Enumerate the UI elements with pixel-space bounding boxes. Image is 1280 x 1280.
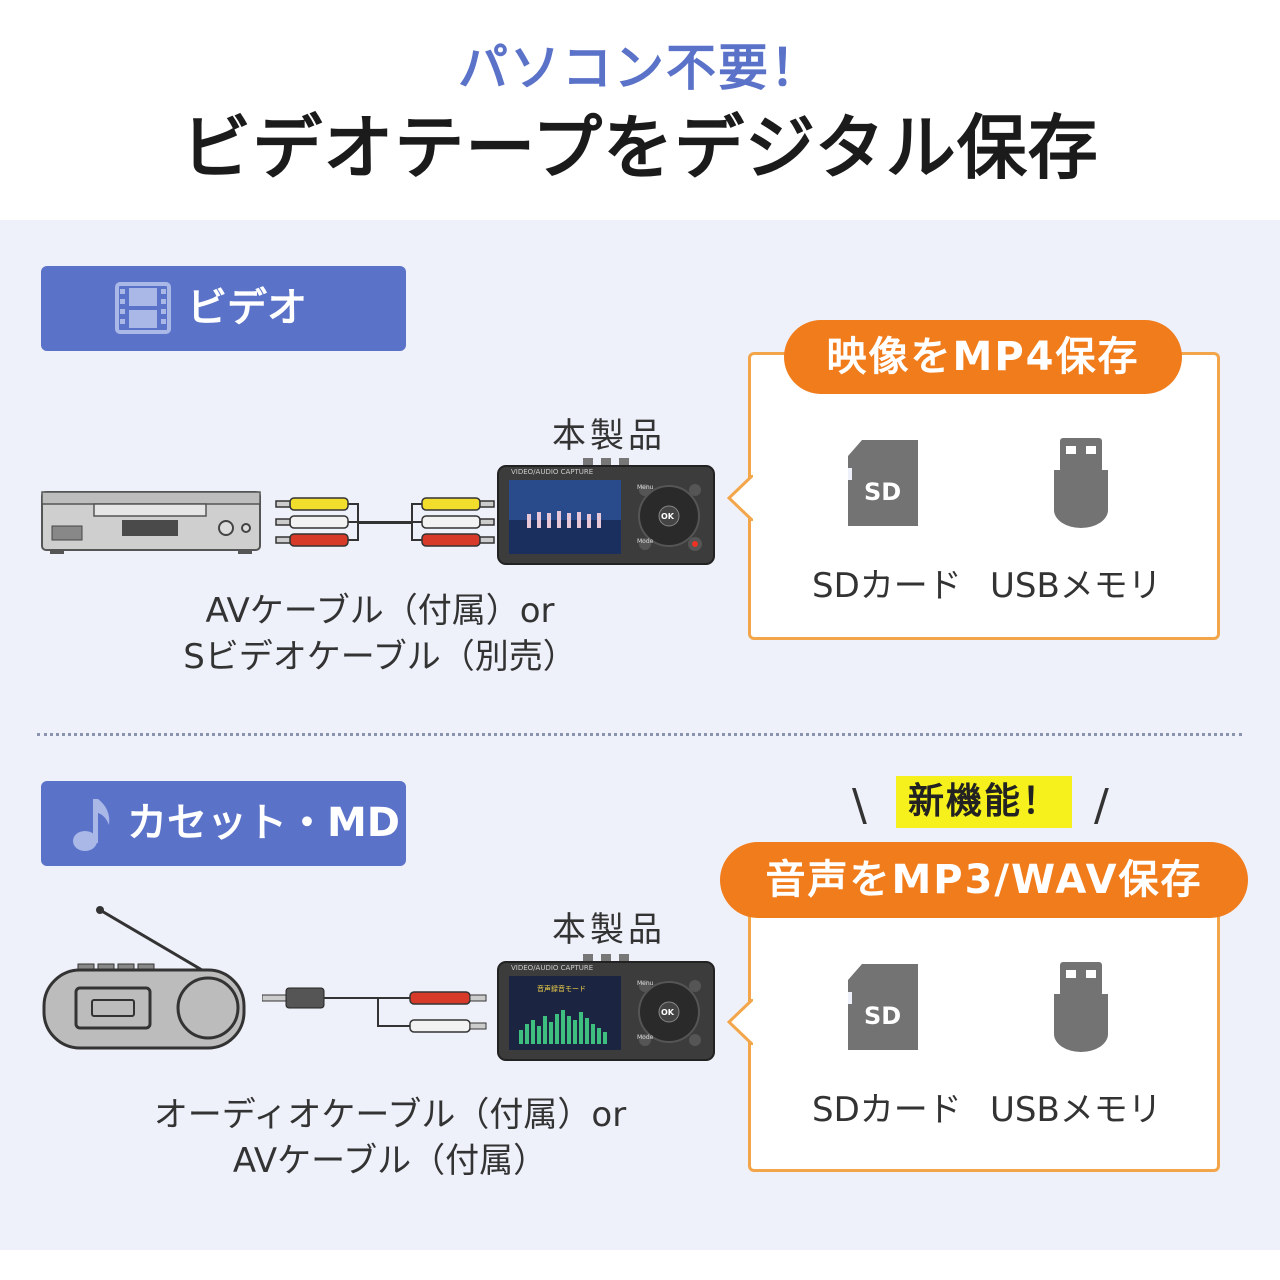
device-brand-text: VIDEO/AUDIO CAPTURE bbox=[511, 964, 594, 972]
save-format-audio: 音声をMP3/WAV保存 bbox=[720, 842, 1248, 918]
category-audio: カセット・MD bbox=[41, 781, 406, 866]
vcr-illustration bbox=[40, 490, 262, 560]
cable-caption-line2: AVケーブル（付属） bbox=[232, 1141, 548, 1181]
callout-pointer bbox=[727, 475, 753, 521]
product-label-video: 本製品 bbox=[552, 416, 666, 456]
cable-caption-line2: Sビデオケーブル（別売） bbox=[183, 637, 577, 677]
sd-icon-text: SD bbox=[864, 478, 902, 506]
cable-caption-line1: オーディオケーブル（付属）or bbox=[153, 1095, 627, 1135]
save-format-video: 映像をMP4保存 bbox=[784, 320, 1182, 394]
page-title: ビデオテープをデジタル保存 bbox=[181, 107, 1099, 189]
capture-device-audio: VIDEO/AUDIO CAPTURE 音声録音モード OK Menu Mode bbox=[497, 954, 715, 1062]
storage-label-sd: SDカード bbox=[812, 566, 962, 606]
badge-slash-left: \ bbox=[852, 780, 867, 831]
category-video: ビデオ bbox=[41, 266, 406, 351]
capture-device-video: VIDEO/AUDIO CAPTURE OK Menu Mode bbox=[497, 458, 715, 566]
footer-strip bbox=[0, 1250, 1280, 1280]
product-label-audio: 本製品 bbox=[552, 910, 666, 950]
sd-card-icon: SD bbox=[846, 964, 918, 1054]
ok-button-label: OK bbox=[661, 512, 674, 521]
mode-button-label: Mode bbox=[637, 538, 654, 545]
sd-card-icon: SD bbox=[846, 440, 918, 530]
film-icon bbox=[115, 280, 171, 346]
cable-caption-line1: AVケーブル（付属）or bbox=[205, 591, 555, 631]
new-feature-badge: 新機能！ bbox=[896, 776, 1072, 828]
music-note-icon bbox=[71, 795, 115, 863]
mode-button-label: Mode bbox=[637, 1034, 654, 1041]
usb-memory-icon bbox=[1052, 960, 1110, 1056]
category-video-label: ビデオ bbox=[187, 285, 307, 331]
usb-memory-icon bbox=[1052, 436, 1110, 532]
cassette-player-illustration bbox=[42, 906, 248, 1056]
cable-caption-audio: オーディオケーブル（付属）or AVケーブル（付属） bbox=[140, 1092, 640, 1184]
badge-slash-right: / bbox=[1094, 780, 1109, 831]
menu-button-label: Menu bbox=[637, 980, 654, 987]
device-brand-text: VIDEO/AUDIO CAPTURE bbox=[511, 468, 594, 476]
menu-button-label: Menu bbox=[637, 484, 654, 491]
page-subtitle: パソコン不要！ bbox=[458, 39, 822, 97]
section-divider bbox=[37, 733, 1242, 736]
storage-label-usb: USBメモリ bbox=[990, 1090, 1162, 1130]
storage-label-sd: SDカード bbox=[812, 1090, 962, 1130]
cable-caption-video: AVケーブル（付属）or Sビデオケーブル（別売） bbox=[150, 588, 610, 680]
header: パソコン不要！ ビデオテープをデジタル保存 bbox=[0, 0, 1280, 220]
storage-label-usb: USBメモリ bbox=[990, 566, 1162, 606]
sd-icon-text: SD bbox=[864, 1002, 902, 1030]
storage-box-audio bbox=[727, 876, 1220, 1172]
storage-box-video bbox=[727, 352, 1220, 640]
callout-pointer bbox=[727, 999, 753, 1045]
device-screen-audio-text: 音声録音モード bbox=[537, 985, 586, 993]
category-audio-label: カセット・MD bbox=[127, 800, 401, 846]
av-cable-illustration bbox=[270, 492, 500, 558]
ok-button-label: OK bbox=[661, 1008, 674, 1017]
audio-cable-illustration bbox=[261, 982, 492, 1044]
